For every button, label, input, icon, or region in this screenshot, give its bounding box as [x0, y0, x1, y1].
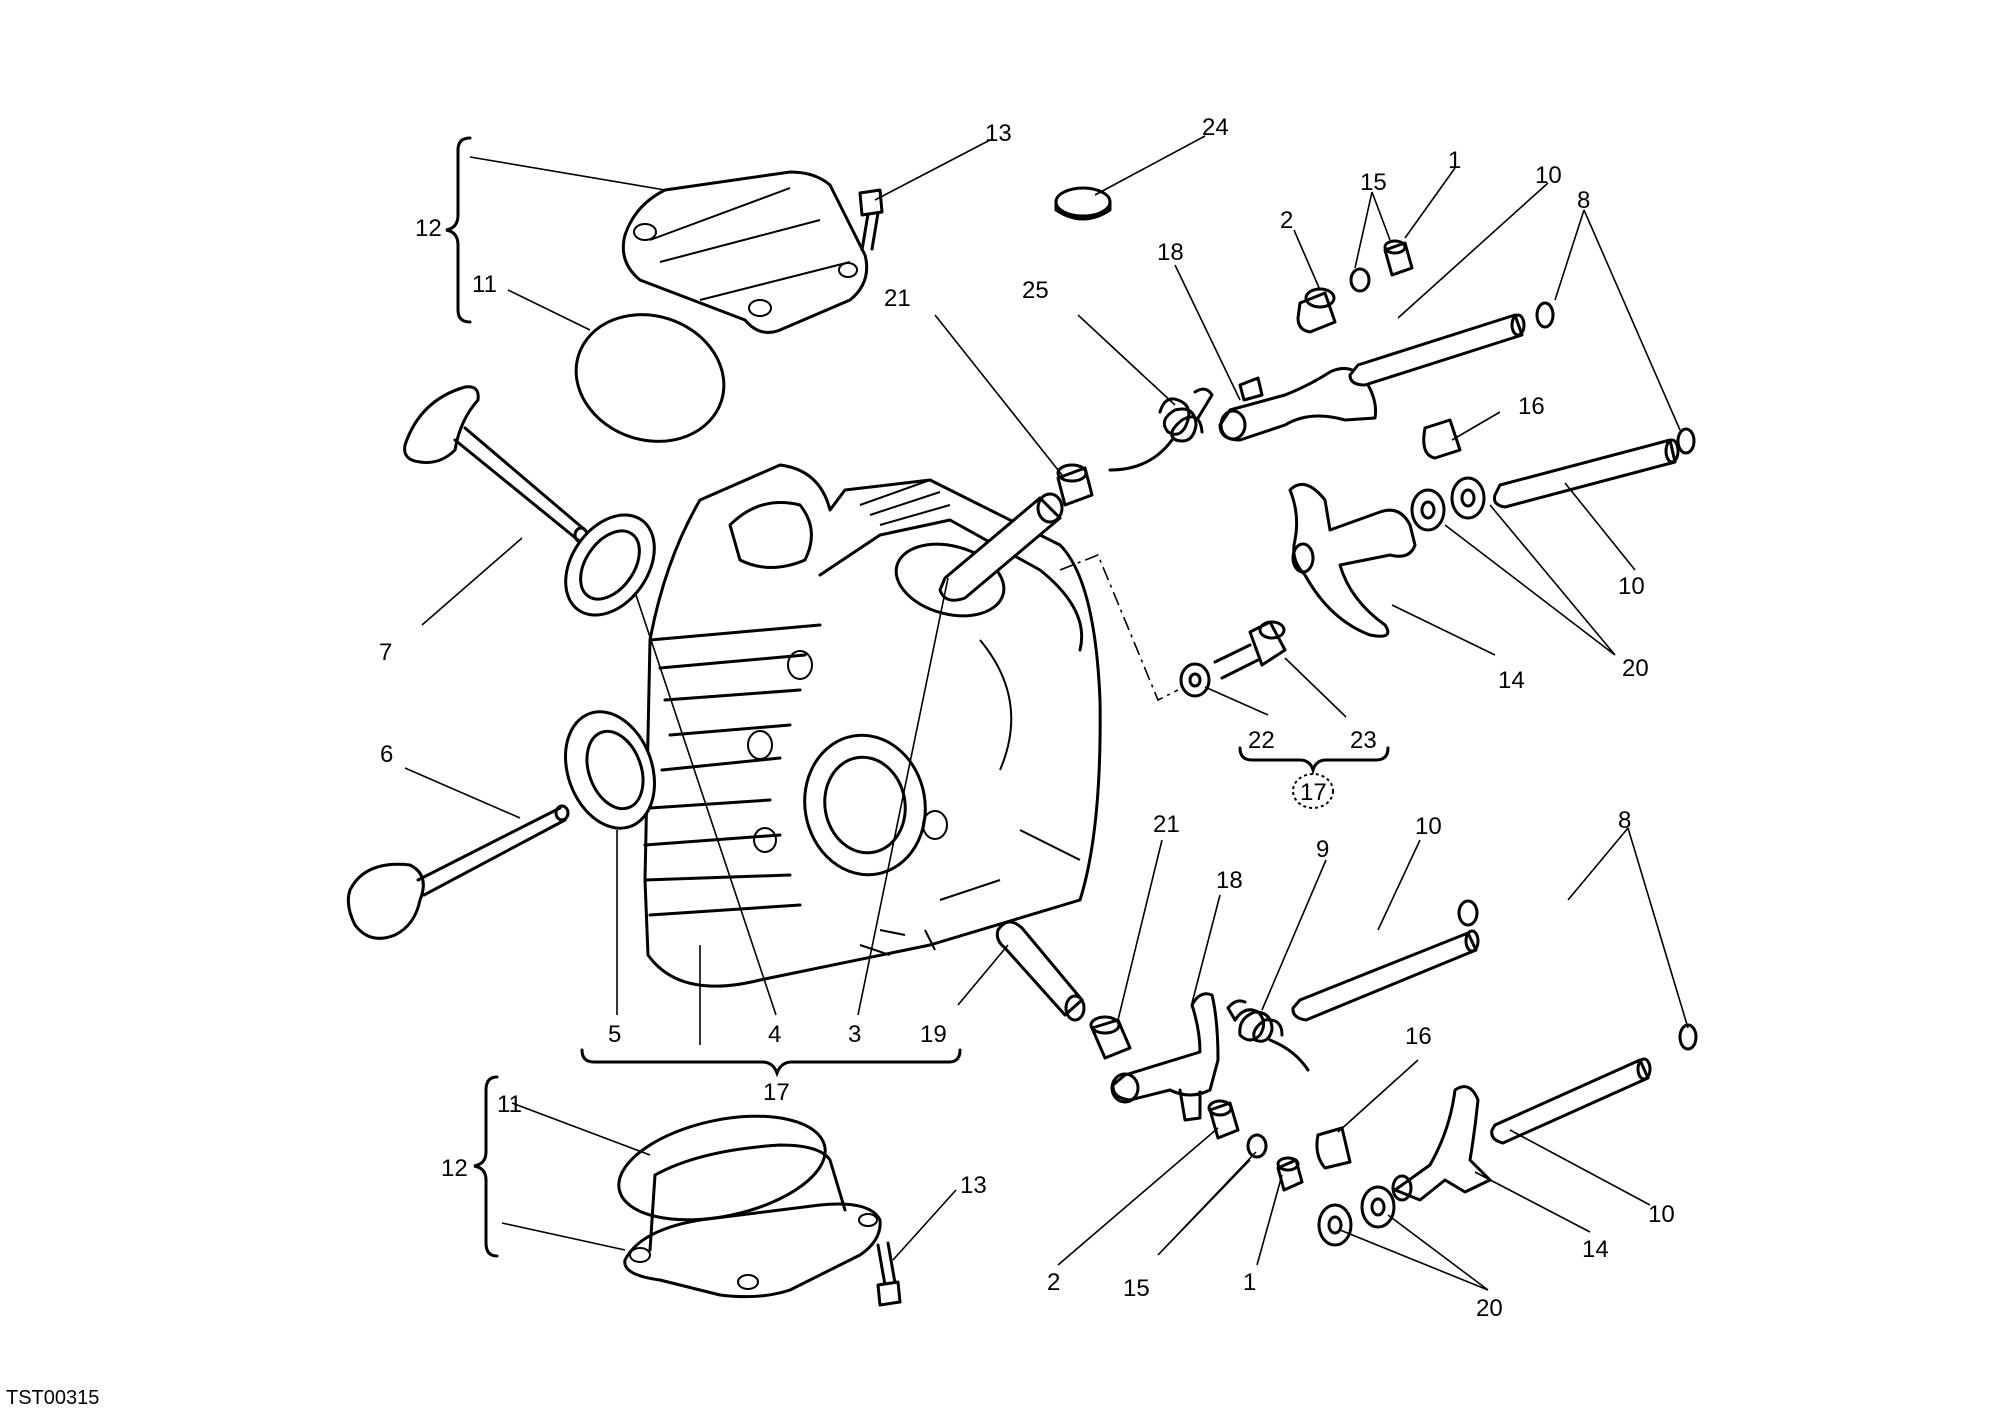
rocker-arm-upper-b: [1288, 482, 1417, 638]
callout-11-bot: 11: [497, 1091, 522, 1118]
upper-head-cover: [621, 170, 869, 334]
callout-4: 4: [768, 1021, 781, 1048]
rocker-shaft-lower-a: [1291, 929, 1480, 1022]
circlip-upper-a: [1535, 301, 1555, 329]
rocker-arm-lower-b: [1391, 1085, 1492, 1202]
rocker-arm-upper: [1218, 366, 1377, 442]
callout-24: 24: [1202, 114, 1229, 141]
shim-lower: [1246, 1133, 1268, 1159]
callout-3: 3: [848, 1021, 861, 1048]
rocker-shaft-lower-b: [1490, 1057, 1652, 1145]
rocker-shaft-upper-a: [1348, 313, 1526, 387]
adjuster-upper: [1296, 287, 1337, 334]
callout-25: 25: [1022, 277, 1049, 304]
valve-guide-lower: [995, 920, 1086, 1022]
upper-cover-screw: [858, 188, 884, 252]
washers-lower: [1317, 1185, 1396, 1247]
washer-22: [1179, 662, 1211, 698]
callout-16-top: 16: [1518, 393, 1545, 420]
valve-cap: [1054, 186, 1112, 221]
callout-7: 7: [379, 639, 392, 666]
cylinder-head-body: [643, 463, 1102, 988]
callout-16-bot: 16: [1405, 1023, 1432, 1050]
callout-20-top: 20: [1622, 655, 1649, 682]
lower-cover-screw: [876, 1241, 902, 1307]
callout-10-mid: 10: [1618, 573, 1645, 600]
callout-8-bot: 8: [1618, 807, 1631, 834]
callout-10-bot: 10: [1415, 813, 1442, 840]
callout-9: 9: [1316, 836, 1329, 863]
callout-12-top: 12: [415, 215, 442, 242]
circlip-upper-b: [1676, 427, 1696, 455]
shim-stack-lower: [1315, 1126, 1352, 1170]
callout-10-low: 10: [1648, 1201, 1675, 1228]
lower-o-ring: [617, 1114, 827, 1222]
callout-20-bot: 20: [1476, 1295, 1503, 1322]
callout-6: 6: [380, 741, 393, 768]
head-assembly-bracket: [580, 1048, 962, 1078]
callout-23: 23: [1350, 727, 1377, 754]
washers-upper: [1410, 476, 1486, 532]
callout-13-top: 13: [985, 120, 1012, 147]
circlip-lower-a: [1457, 899, 1479, 927]
bushing-upper: [1383, 239, 1414, 277]
callout-17-circled: 17: [1300, 779, 1327, 806]
leader-lines: [404, 135, 1689, 1291]
return-spring-lower: [1226, 999, 1310, 1072]
callout-14-bot: 14: [1582, 1236, 1609, 1263]
intake-valve: [346, 804, 570, 940]
upper-cover-bracket: [445, 136, 472, 324]
rocker-shaft-upper-b: [1493, 438, 1680, 509]
shim-upper: [1349, 267, 1371, 293]
bolt-washer-bracket: [1238, 746, 1390, 776]
callout-18-bot: 18: [1216, 867, 1243, 894]
callout-22: 22: [1248, 727, 1275, 754]
valve-seat-ring-upper: [564, 513, 656, 617]
rocker-arm-lower: [1110, 992, 1220, 1122]
callout-21-bot: 21: [1153, 811, 1180, 838]
callout-13-bot: 13: [960, 1172, 987, 1199]
valve-guide-seal-upper: [1056, 463, 1094, 507]
bolt-23: [1213, 620, 1287, 680]
callout-11-top: 11: [472, 271, 497, 298]
upper-o-ring: [574, 313, 726, 443]
callout-8-top: 8: [1577, 187, 1590, 214]
callout-5: 5: [608, 1021, 621, 1048]
bolt-centerline: [1059, 553, 1179, 702]
callout-1-top: 1: [1448, 147, 1461, 174]
callout-15-top: 15: [1360, 169, 1387, 196]
valve-seat-ring-lower: [564, 710, 656, 830]
lower-head-cover: [623, 1143, 882, 1299]
callout-2-bot: 2: [1047, 1269, 1060, 1296]
callout-21-top: 21: [884, 285, 911, 312]
circlip-lower-b: [1678, 1023, 1698, 1051]
drawing-code: TST00315: [6, 1387, 99, 1409]
callout-18-top: 18: [1157, 239, 1184, 266]
adjuster-lower: [1276, 1156, 1304, 1192]
callout-10-top: 10: [1535, 162, 1562, 189]
valve-guide-seal-lower: [1089, 1015, 1132, 1060]
exhaust-valve: [403, 385, 589, 544]
callout-12-bot: 12: [441, 1155, 468, 1182]
callout-19: 19: [920, 1021, 947, 1048]
shim-stack-upper: [1422, 418, 1462, 460]
callout-14-top: 14: [1498, 667, 1525, 694]
lower-cover-bracket: [473, 1075, 499, 1258]
callout-17-bot: 17: [763, 1079, 790, 1106]
callout-1-bot: 1: [1243, 1269, 1256, 1296]
callout-15-bot: 15: [1123, 1275, 1150, 1302]
callout-2-top: 2: [1280, 207, 1293, 234]
return-spring-upper: [1108, 387, 1214, 472]
valve-guide-upper: [938, 492, 1064, 602]
callouts: 13 24 12 11 15 1 10 8 2 18 25 21 16 10 7…: [379, 114, 1675, 1322]
circled-17-marker: [1292, 773, 1334, 809]
